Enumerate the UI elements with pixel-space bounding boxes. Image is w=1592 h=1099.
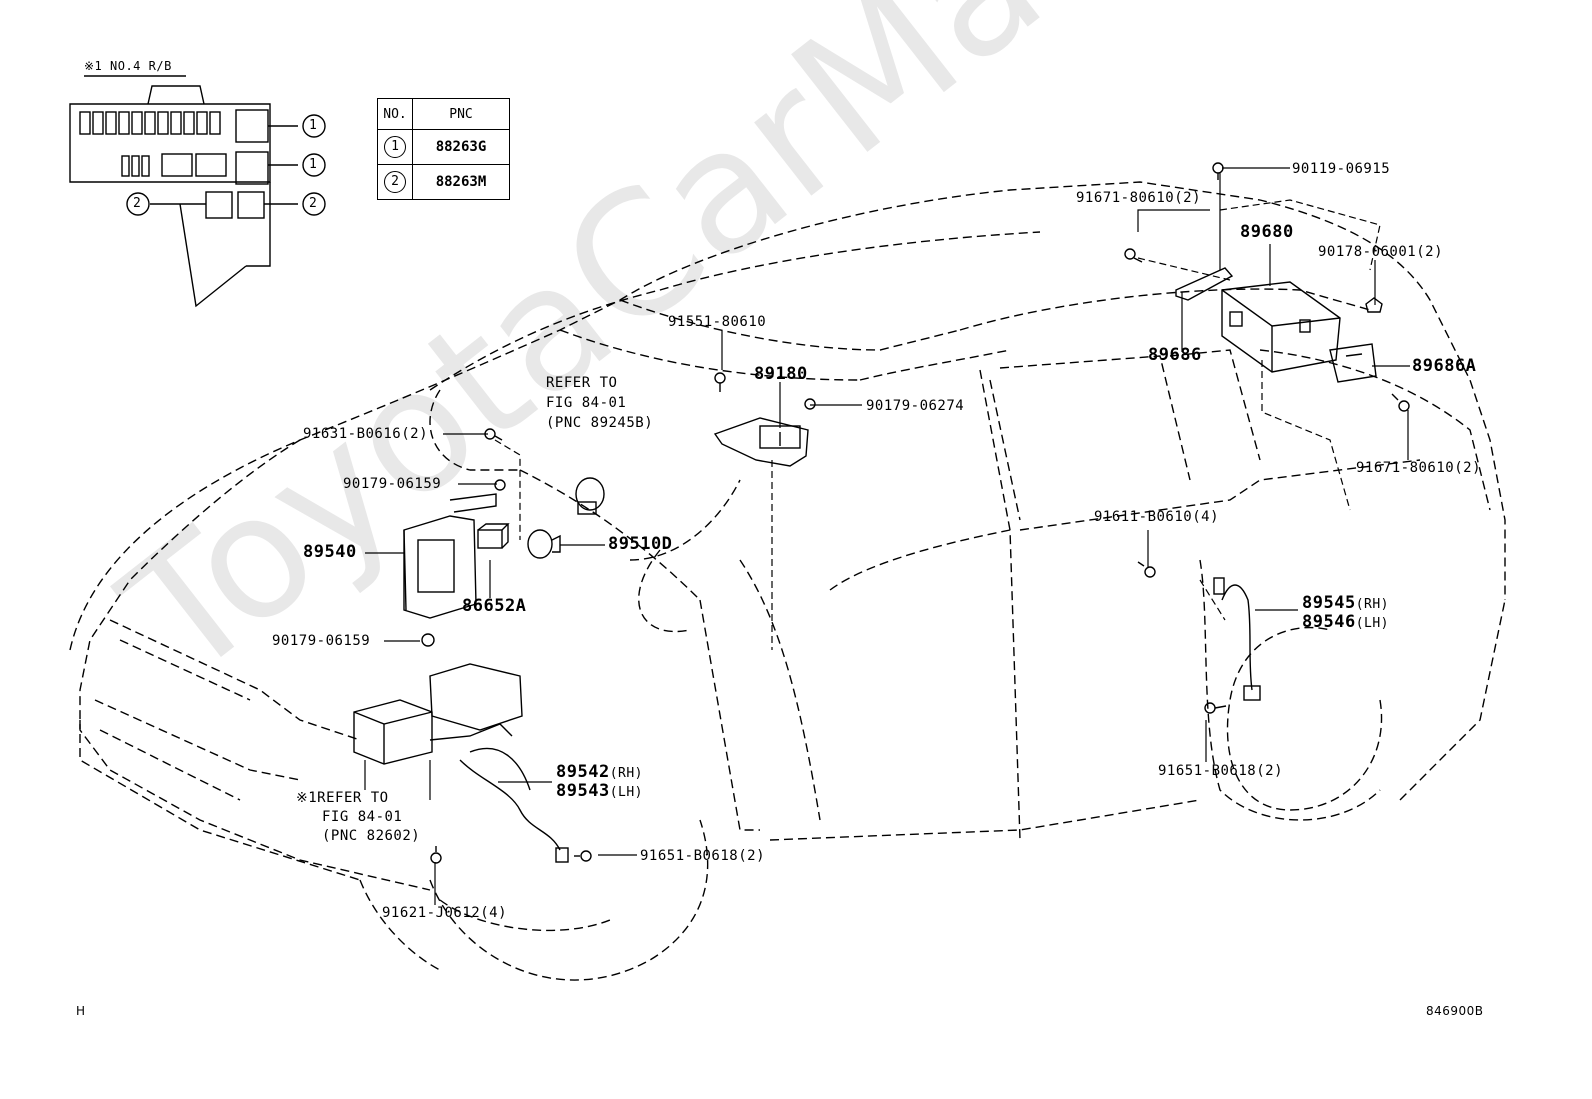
airbag-sensor-89180 [713, 417, 809, 467]
relay-block-inset [69, 75, 326, 308]
label-89540: 89540 [303, 542, 357, 562]
label-91671-80610-upper: 91671-80610(2) [1076, 190, 1202, 206]
sensor-89245b [575, 477, 605, 515]
label-91651-b0618-front: 91651-B0618(2) [640, 848, 766, 864]
label-86652a: 86652A [462, 596, 527, 616]
yaw-rate-sensor-89680 [1221, 281, 1341, 373]
label-89680: 89680 [1240, 222, 1294, 242]
phantom-connectors [494, 199, 1381, 650]
label-90179-06274: 90179-06274 [866, 398, 965, 414]
label-91611-b0610: 91611-B0610(4) [1094, 509, 1220, 525]
label-90179-06159-upper: 90179-06159 [343, 476, 442, 492]
figure-id: 846900B [1426, 1004, 1484, 1018]
table-row: 2 88263M [377, 164, 510, 200]
relay-86652a [477, 523, 510, 549]
refer-note-2-line2: FIG 84-01 [322, 809, 403, 825]
label-91621-j0612: 91621-J0612(4) [382, 905, 508, 921]
front-speed-sensor-wire [459, 747, 569, 863]
ecu-89540 [403, 493, 497, 619]
header-no: NO. [377, 98, 413, 130]
table-row: 1 88263G [377, 129, 510, 165]
refer-note-1-line2: FIG 84-01 [546, 395, 627, 411]
label-91671-80610-lower: 91671-80610(2) [1356, 460, 1482, 476]
label-89686a: 89686A [1412, 356, 1477, 376]
header-pnc: PNC [412, 98, 510, 130]
pnc-table-header: NO. PNC [377, 98, 510, 130]
label-90178-06001: 90178-06001(2) [1318, 244, 1444, 260]
label-91551-80610: 91551-80610 [668, 314, 767, 330]
callout-1-lower: 1 [309, 157, 317, 172]
row-number: 1 [384, 136, 406, 158]
car-body [69, 181, 1506, 981]
row-pnc: 88263G [412, 129, 510, 165]
rear-speed-sensor-wire [1213, 577, 1261, 701]
label-90119-06915: 90119-06915 [1292, 161, 1391, 177]
callout-2-right: 2 [309, 196, 317, 211]
refer-note-1-line3: (PNC 89245B) [546, 415, 654, 431]
pnc-table: NO. PNC 1 88263G 2 88263M [377, 98, 510, 200]
row-number: 2 [384, 171, 406, 193]
callout-1-upper: 1 [309, 118, 317, 133]
label-90179-06159-lower: 90179-06159 [272, 633, 371, 649]
label-89546: 89546(LH) [1302, 612, 1389, 632]
abs-actuator [353, 663, 523, 765]
label-89542: 89542(RH) [556, 762, 643, 782]
row-pnc: 88263M [412, 164, 510, 200]
refer-note-2-line1: ※1REFER TO [296, 790, 389, 806]
label-89686: 89686 [1148, 345, 1202, 365]
refer-note-1-line1: REFER TO [546, 375, 618, 391]
leader-lines [364, 167, 1410, 905]
bracket-89686a [1329, 343, 1377, 383]
fasteners [421, 162, 1410, 864]
label-91651-b0618-rear: 91651-B0618(2) [1158, 763, 1284, 779]
footer-left-mark: H [76, 1004, 86, 1018]
callout-2-left: 2 [133, 196, 141, 211]
label-89180: 89180 [754, 364, 808, 384]
sensor-89510d [527, 529, 561, 559]
bracket-89686 [1175, 267, 1234, 301]
label-89545: 89545(RH) [1302, 593, 1389, 613]
label-91631-b0616: 91631-B0616(2) [303, 426, 429, 442]
refer-note-2-line3: (PNC 82602) [322, 828, 421, 844]
label-89510d: 89510D [608, 534, 673, 554]
label-89543: 89543(LH) [556, 781, 643, 801]
inset-title: ※1 NO.4 R/B [84, 59, 172, 73]
